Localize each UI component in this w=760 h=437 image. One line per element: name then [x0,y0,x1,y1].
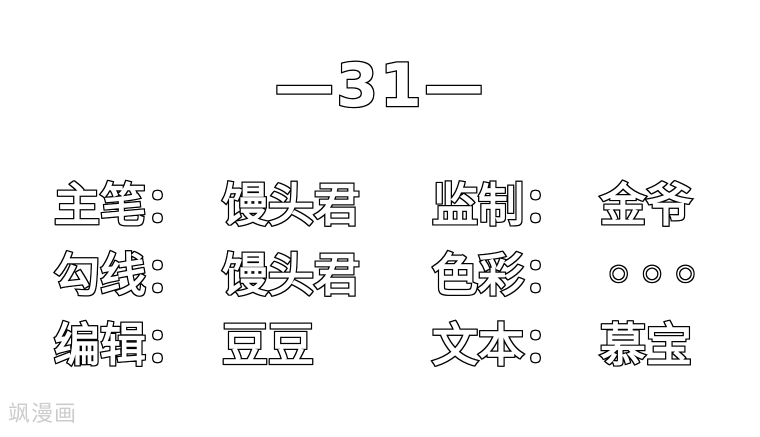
credit-name-editor: 豆豆 [221,318,315,372]
credit-role-colorist: 色彩： [431,248,571,302]
credit-role-script: 文本： [431,318,571,372]
chapter-number: —31— [273,51,486,121]
credit-role-lead-artist: 主笔： [53,178,193,232]
watermark-logo: 飒漫画 [8,402,78,427]
credit-name-producer: 金爷 [599,178,693,232]
credit-role-producer: 监制： [431,178,571,232]
credit-name-script: 慕宝 [599,318,693,372]
credit-name-colorist: ◦◦◦ [603,248,705,302]
credit-name-lineart: 馒头君 [221,248,361,302]
credit-role-lineart: 勾线： [53,248,193,302]
credit-name-lead-artist: 馒头君 [221,178,361,232]
credit-role-editor: 编辑： [53,318,193,372]
